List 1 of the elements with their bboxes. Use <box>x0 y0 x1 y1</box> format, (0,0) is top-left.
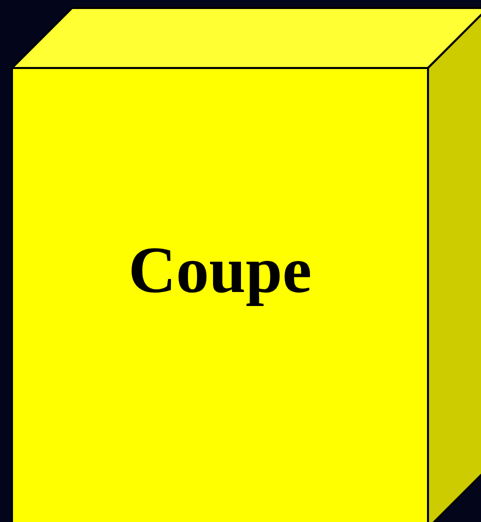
box-label: Coupe <box>127 233 313 309</box>
